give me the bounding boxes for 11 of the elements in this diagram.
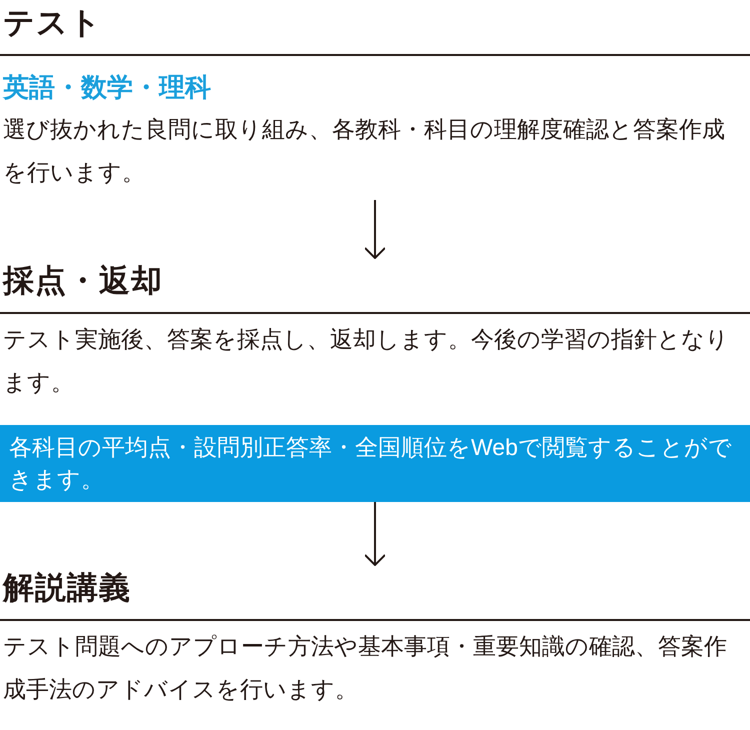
highlight-band bbox=[0, 425, 750, 502]
section-heading: 採点・返却 bbox=[3, 262, 163, 300]
note-text: 各科目の平均点・設問別正答率・全国順位をWebで閲覧することができます。 bbox=[9, 433, 733, 494]
description-text: テスト問題へのアプローチ方法や基本事項・重要知識の確認、答案作成手法のアドバイスを行います。 bbox=[3, 632, 728, 704]
section-heading: 解説講義 bbox=[3, 569, 131, 607]
description-text: テスト実施後、答案を採点し、返却します。今後の学習の指針となります。 bbox=[3, 325, 730, 397]
arrow bbox=[364, 200, 386, 259]
section-heading: テスト bbox=[3, 4, 102, 42]
subject-heading: 英語・数学・理科 bbox=[3, 71, 212, 104]
arrow bbox=[364, 502, 386, 566]
description-text: 選び抜かれた良問に取り組み、各教科・科目の理解度確認と答案作成を行います。 bbox=[3, 115, 726, 187]
